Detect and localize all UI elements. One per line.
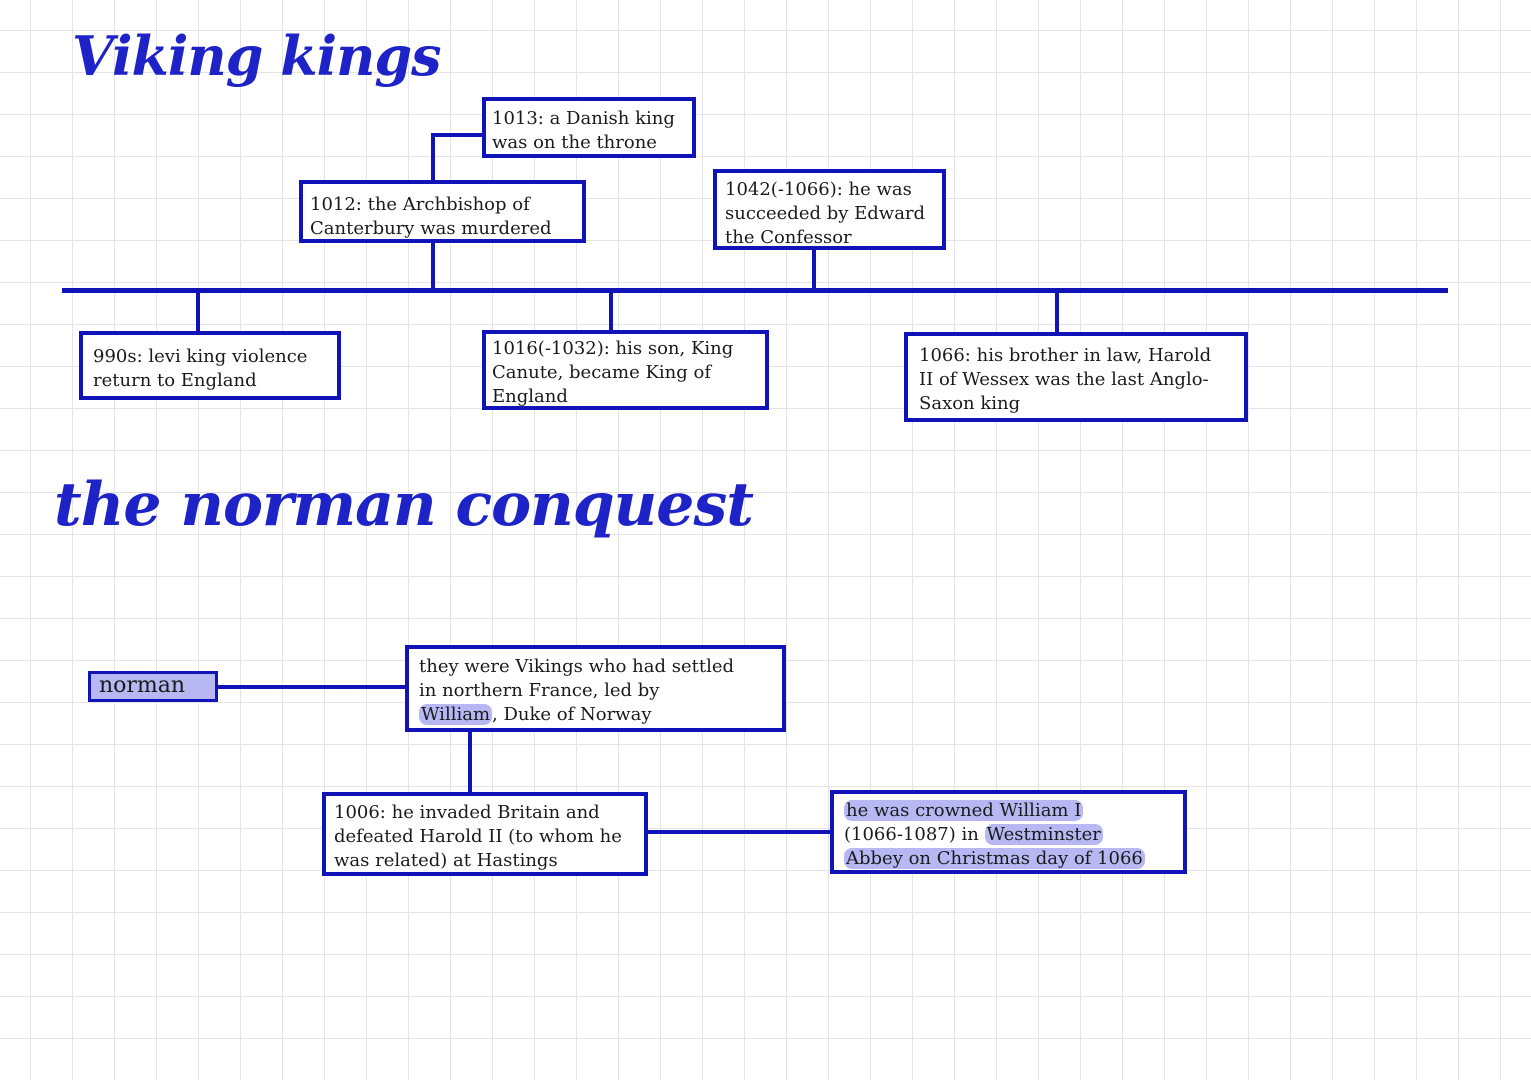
connector-990 bbox=[196, 290, 200, 332]
event-1013-text: 1013: a Danish king was on the throne bbox=[492, 108, 675, 153]
event-1012-text: 1012: the Archbishop of Canterbury was m… bbox=[310, 194, 552, 239]
norman-conquest-heading: the norman conquest bbox=[54, 470, 754, 540]
vikings-line-3-rest: , Duke of Norway bbox=[492, 704, 652, 725]
william-highlight: William bbox=[419, 704, 493, 725]
crowned-box: he was crowned William I (1066-1087) in … bbox=[830, 790, 1187, 874]
connector-1012 bbox=[431, 242, 435, 290]
timeline-axis bbox=[62, 288, 1448, 293]
invasion-box: 1006: he invaded Britain and defeated Ha… bbox=[322, 792, 648, 876]
crowned-line-1: he was crowned William I bbox=[844, 799, 1183, 823]
norman-label-box: norman bbox=[88, 671, 218, 702]
connector-invasion-to-crowned bbox=[645, 830, 833, 834]
connector-1066 bbox=[1055, 290, 1059, 334]
crowned-line-2: (1066-1087) in Westminster bbox=[844, 823, 1183, 847]
connector-1013-vertical bbox=[431, 133, 435, 182]
event-1013-box: 1013: a Danish king was on the throne bbox=[482, 97, 696, 158]
event-1016-text: 1016(-1032): his son, King Canute, becam… bbox=[492, 338, 734, 407]
vikings-settled-box: they were Vikings who had settled in nor… bbox=[405, 645, 786, 732]
vikings-line-3: William, Duke of Norway bbox=[419, 703, 782, 727]
vikings-line-2: in northern France, led by bbox=[419, 680, 660, 701]
connector-1042 bbox=[812, 248, 816, 290]
norman-label: norman bbox=[99, 673, 186, 698]
viking-kings-heading: Viking kings bbox=[72, 24, 442, 88]
vikings-line-1: they were Vikings who had settled bbox=[419, 656, 734, 677]
connector-1013-horizontal bbox=[431, 133, 485, 137]
event-1016-box: 1016(-1032): his son, King Canute, becam… bbox=[482, 330, 769, 410]
event-1042-text: 1042(-1066): he was succeeded by Edward … bbox=[725, 179, 926, 248]
invasion-text: 1006: he invaded Britain and defeated Ha… bbox=[334, 802, 622, 871]
event-990-text: 990s: levi king violence return to Engla… bbox=[93, 346, 308, 391]
connector-1016 bbox=[609, 290, 613, 332]
event-990-box: 990s: levi king violence return to Engla… bbox=[79, 331, 341, 400]
crowned-highlight-3: Abbey on Christmas day of 1066 bbox=[844, 848, 1145, 869]
crowned-highlight-2: Westminster bbox=[984, 824, 1103, 845]
connector-norman-to-vikings bbox=[216, 685, 408, 689]
event-1042-box: 1042(-1066): he was succeeded by Edward … bbox=[713, 169, 946, 250]
crowned-highlight-1: he was crowned William I bbox=[844, 800, 1084, 821]
event-1066-text: 1066: his brother in law, Harold II of W… bbox=[919, 345, 1212, 414]
event-1012-box: 1012: the Archbishop of Canterbury was m… bbox=[299, 180, 586, 243]
event-1066-box: 1066: his brother in law, Harold II of W… bbox=[904, 332, 1248, 422]
crowned-line-2-start: (1066-1087) in bbox=[844, 824, 985, 845]
crowned-line-3: Abbey on Christmas day of 1066 bbox=[844, 847, 1183, 870]
connector-vikings-to-invasion bbox=[468, 729, 472, 795]
